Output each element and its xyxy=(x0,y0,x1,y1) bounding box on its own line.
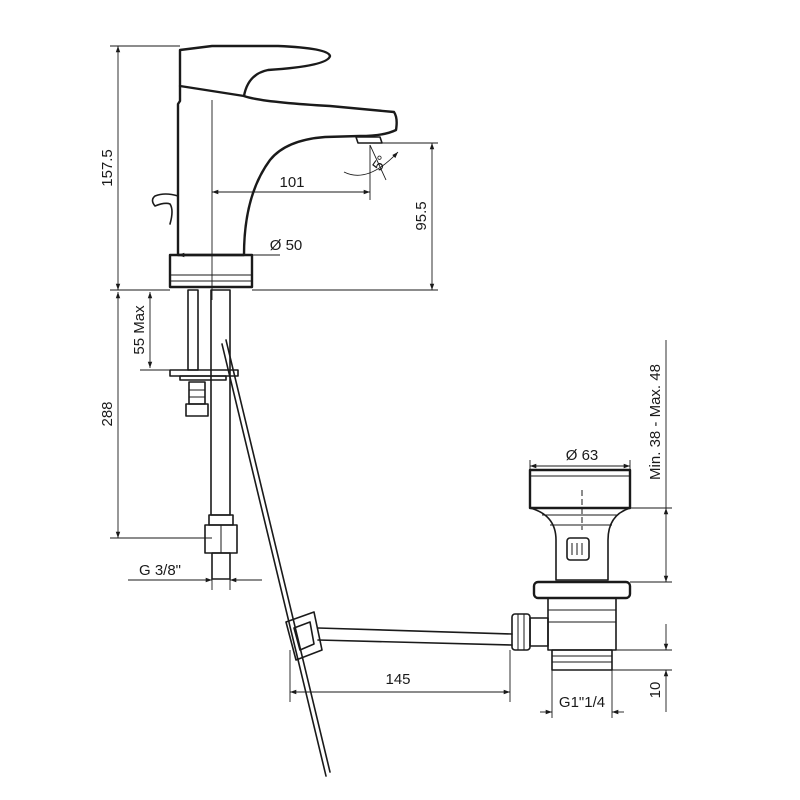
linkage-rod xyxy=(317,627,513,635)
popup-rod-assembly xyxy=(221,339,513,777)
drain-side-nut xyxy=(511,613,531,651)
drain-funnel xyxy=(529,507,631,581)
dim-spout-height: 95.5 xyxy=(413,201,430,230)
dim-rod-length: 145 xyxy=(385,671,410,688)
nut-base xyxy=(185,403,209,417)
dimension-labels: 157.5 101 5° 95.5 Ø 50 55 Max 288 G 3/8"… xyxy=(99,149,664,711)
dim-thread-length: 10 xyxy=(647,682,664,699)
dim-spout-reach: 101 xyxy=(279,174,304,191)
dim-hose-thread: G 3/8" xyxy=(139,562,181,579)
mounting-nut xyxy=(188,381,206,405)
faucet-column xyxy=(176,84,398,257)
drain-body xyxy=(547,597,617,651)
mounting-assembly xyxy=(169,289,239,580)
dim-deck-thickness: 55 Max xyxy=(131,305,148,355)
faucet-body xyxy=(151,44,398,289)
popup-knob xyxy=(151,193,179,225)
dim-drain-diameter: Ø 63 xyxy=(566,447,599,464)
spout-aerator xyxy=(355,136,383,144)
drain-side-port xyxy=(529,617,549,647)
drain-assembly xyxy=(511,468,632,671)
mounting-plate xyxy=(179,375,227,381)
braided-hose xyxy=(210,289,231,516)
dim-basin-thickness: Min. 38 - Max. 48 xyxy=(647,364,664,480)
dim-base-diameter: Ø 50 xyxy=(270,237,303,254)
dim-faucet-height: 157.5 xyxy=(99,149,116,187)
drain-overflow-slot xyxy=(566,537,590,561)
base-ring xyxy=(168,253,254,289)
drain-thread-tail xyxy=(551,649,613,671)
dim-drain-thread: G1"1/4 xyxy=(559,694,605,711)
popup-rod xyxy=(225,339,331,773)
hose-thread xyxy=(211,552,231,580)
drain-flange-nut xyxy=(532,580,632,600)
dimension-lines xyxy=(110,45,672,718)
rod-clip xyxy=(285,611,323,661)
dim-spout-angle: 5° xyxy=(369,153,391,175)
drain-cap xyxy=(528,468,632,510)
mounting-stud xyxy=(187,289,199,371)
lever-handle xyxy=(178,44,332,98)
hose-ferrule xyxy=(208,514,234,526)
dim-hose-length: 288 xyxy=(99,401,116,426)
